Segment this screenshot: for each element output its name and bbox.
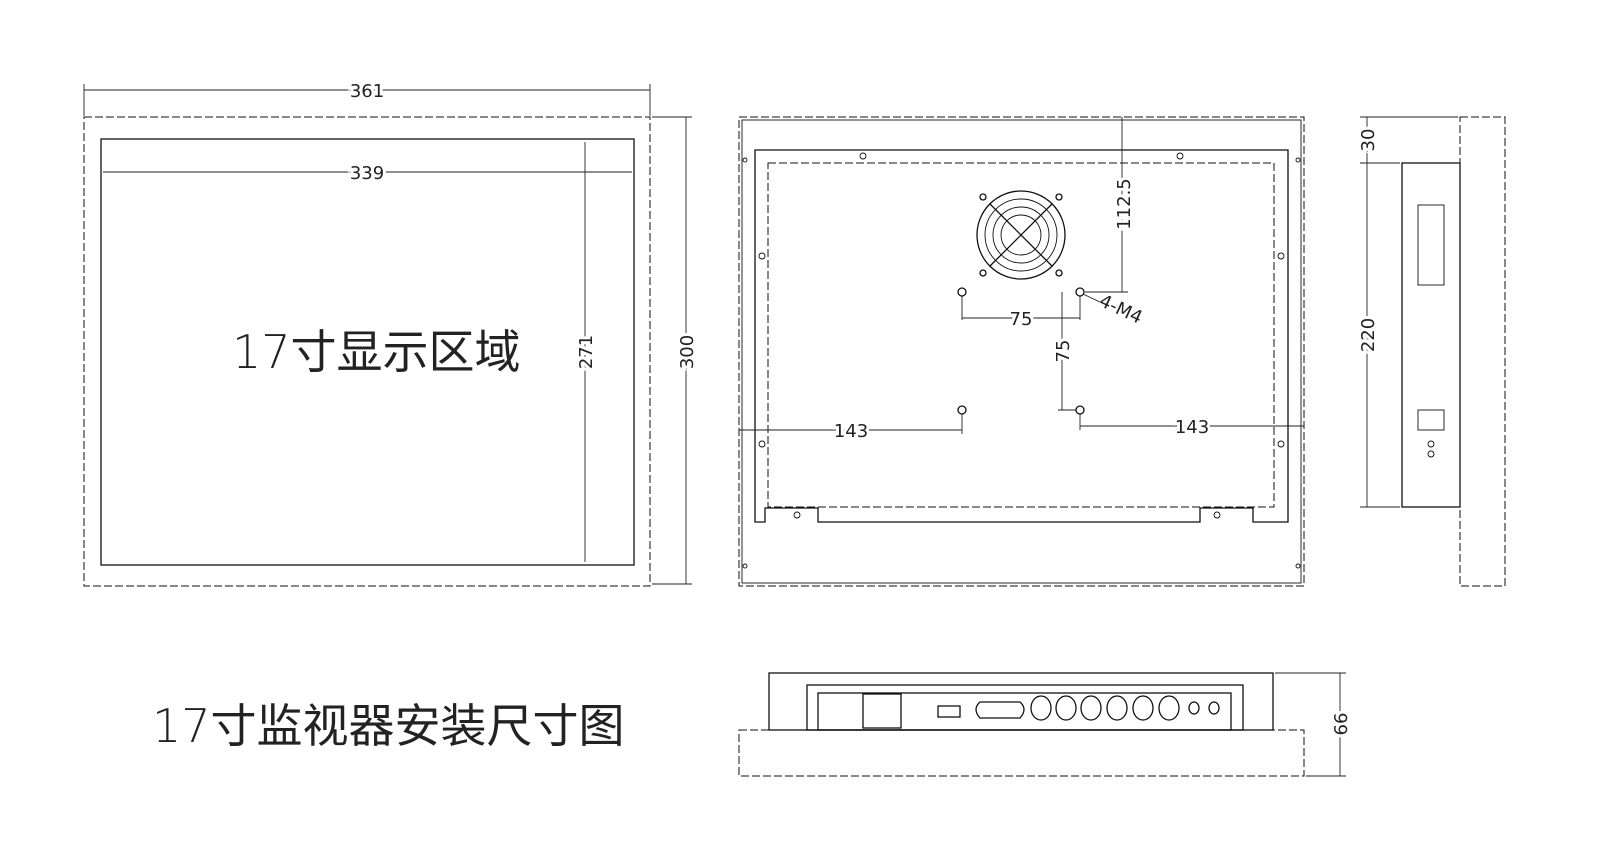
dim-label-left-offset: 143 — [834, 421, 868, 442]
bottom-view: 66 — [738, 672, 1355, 777]
drawing-title: 17寸监视器安装尺寸图 — [152, 699, 625, 753]
dim-label-height-display: 271 — [576, 335, 597, 369]
screw-spec-label: 4-M4 — [1096, 290, 1146, 328]
dim-112-5: 112.5 — [1085, 117, 1138, 293]
dim-label-depth: 66 — [1331, 713, 1352, 736]
screw-callout: 4-M4 — [1082, 290, 1146, 329]
fan-icon — [976, 190, 1066, 280]
dim-75-horizontal: 75 — [961, 296, 1081, 333]
usb-port — [937, 705, 961, 718]
dim-143-left: 143 — [739, 414, 963, 445]
vga-port — [975, 701, 1025, 719]
bnc-ports — [1030, 695, 1220, 721]
dim-label-width-display: 339 — [350, 163, 384, 184]
dim-75-vertical: 75 — [1050, 292, 1077, 411]
dim-143-right: 143 — [1079, 414, 1304, 441]
dim-label-width-outer: 361 — [350, 81, 384, 102]
display-area-outline — [100, 138, 635, 566]
dim-30: 30 — [1355, 116, 1458, 164]
dim-label-right-offset: 143 — [1175, 417, 1209, 438]
dim-361: 361 — [83, 78, 651, 116]
display-area-label: 17寸显示区域 — [232, 325, 521, 379]
dim-271: 271 — [573, 142, 600, 562]
power-switch — [862, 693, 902, 729]
dim-66: 66 — [1275, 672, 1355, 777]
dim-label-body-height: 220 — [1358, 318, 1379, 352]
frame-screws — [742, 152, 1301, 569]
vent-slots — [1417, 204, 1445, 458]
dim-label-bezel-depth: 30 — [1358, 129, 1379, 152]
dim-label-height-outer: 300 — [677, 335, 698, 369]
dim-300: 300 — [652, 116, 701, 585]
front-view: 361 339 271 300 17寸显示区域 — [83, 78, 701, 587]
back-view: 112.5 4-M4 75 75 143 143 — [738, 116, 1305, 587]
side-view: 30 220 — [1355, 116, 1506, 587]
dim-label-fan-offset: 112.5 — [1114, 178, 1135, 230]
front-bezel-outline — [83, 116, 651, 587]
dim-220: 220 — [1355, 163, 1400, 508]
dim-339: 339 — [103, 160, 632, 187]
dim-label-vesa-h: 75 — [1010, 309, 1033, 330]
dim-label-vesa-v: 75 — [1053, 340, 1074, 363]
